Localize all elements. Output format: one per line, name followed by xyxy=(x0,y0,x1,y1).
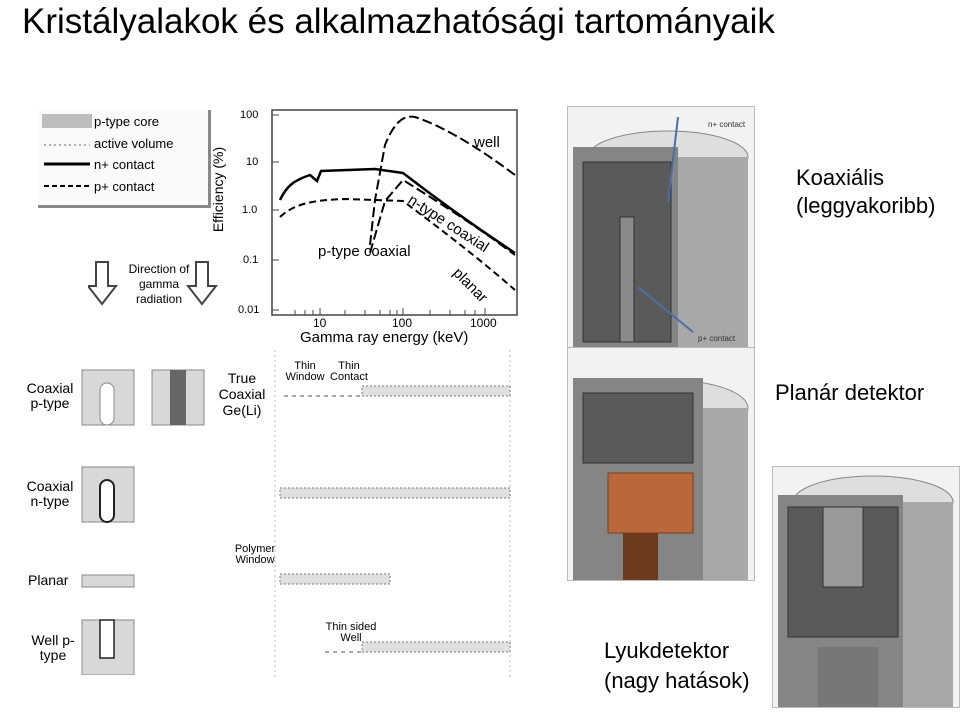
chart-xtick-100: 100 xyxy=(392,316,413,330)
chart-xtick-1000: 1000 xyxy=(470,316,497,330)
down-arrow-icon-left xyxy=(88,261,119,306)
chart-x-axis-label: Gamma ray energy (keV) xyxy=(300,329,469,346)
well-detector-graphic xyxy=(778,475,954,707)
curve-label-well: well xyxy=(474,134,500,151)
chart-xtick-10: 10 xyxy=(313,316,327,330)
planar-detector-graphic xyxy=(573,378,749,580)
label-p-contact: p+ contact xyxy=(698,334,736,343)
range-bar-well xyxy=(361,641,511,653)
chart-ytick-10: 10 xyxy=(246,156,259,168)
detector-image-coaxial: n+ contact p+ contact xyxy=(567,106,755,348)
coaxial-detector-graphic xyxy=(573,116,749,347)
legend-item-p-contact: p+ contact xyxy=(94,179,155,194)
p-contact-pointer xyxy=(637,286,694,333)
down-arrow-icon-right xyxy=(185,261,219,306)
chart-ytick-01: 0.1 xyxy=(243,254,259,266)
range-bar-coaxial-p xyxy=(361,385,511,397)
n-contact-pointer xyxy=(667,116,679,203)
legend-item-active-volume: active volume xyxy=(94,136,174,151)
caption-coaxial-line1: Koaxiális xyxy=(796,165,885,190)
legend-item-p-core: p-type core xyxy=(94,114,160,129)
chart-frame xyxy=(271,109,518,316)
curve-well xyxy=(369,115,516,246)
label-n-contact: n+ contact xyxy=(708,120,746,129)
energy-range-bars xyxy=(274,350,511,680)
direction-note: Direction of gamma radiation xyxy=(128,262,190,306)
detector-image-planar xyxy=(567,347,755,581)
range-bar-planar xyxy=(279,573,391,585)
chart-ytick-001: 0.01 xyxy=(238,304,260,316)
range-bar-coaxial-n xyxy=(279,487,511,499)
slide-title: Kristályalakok és alkalmazhatósági tarto… xyxy=(22,2,775,41)
caption-planar: Planár detektor xyxy=(775,380,925,405)
note-thin-sided-well: Thin sided Well xyxy=(325,621,377,644)
efficiency-chart xyxy=(271,109,518,316)
caption-well-line2: (nagy hatások) xyxy=(604,668,750,693)
legend: p-type core active volume n+ contact p+ … xyxy=(38,110,211,208)
caption-coaxial-line2: (leggyakoribb) xyxy=(796,193,936,218)
legend-swatches xyxy=(42,114,92,187)
caption-well-line1: Lyukdetektor xyxy=(604,638,730,663)
crystal-shapes xyxy=(81,369,205,675)
crystal-planar xyxy=(81,574,135,588)
crystal-label-planar: Planar xyxy=(28,572,69,588)
detector-image-well xyxy=(772,466,960,708)
curve-planar xyxy=(279,197,516,291)
curve-label-p-coaxial: p-type coaxial xyxy=(318,243,411,260)
crystal-label-true-coaxial: True Coaxial Ge(Li) xyxy=(218,370,266,418)
chart-ytick-100: 100 xyxy=(240,109,259,121)
crystal-label-coaxial-n: Coaxial n-type xyxy=(26,478,74,509)
crystal-label-coaxial-p: Coaxial p-type xyxy=(26,380,74,411)
direction-arrows xyxy=(88,261,219,306)
curve-n-coaxial xyxy=(369,178,516,256)
legend-item-n-contact: n+ contact xyxy=(94,157,155,172)
curve-p-coaxial xyxy=(278,167,516,255)
note-polymer-window: Polymer Window xyxy=(234,543,276,566)
note-thin-window: Thin Window xyxy=(285,360,325,383)
chart-ytick-1: 1.0 xyxy=(242,204,258,216)
crystal-label-well: Well p-type xyxy=(31,632,75,663)
note-thin-contact: Thin Contact xyxy=(330,360,368,383)
chart-y-axis-label: Efficiency (%) xyxy=(210,146,227,233)
